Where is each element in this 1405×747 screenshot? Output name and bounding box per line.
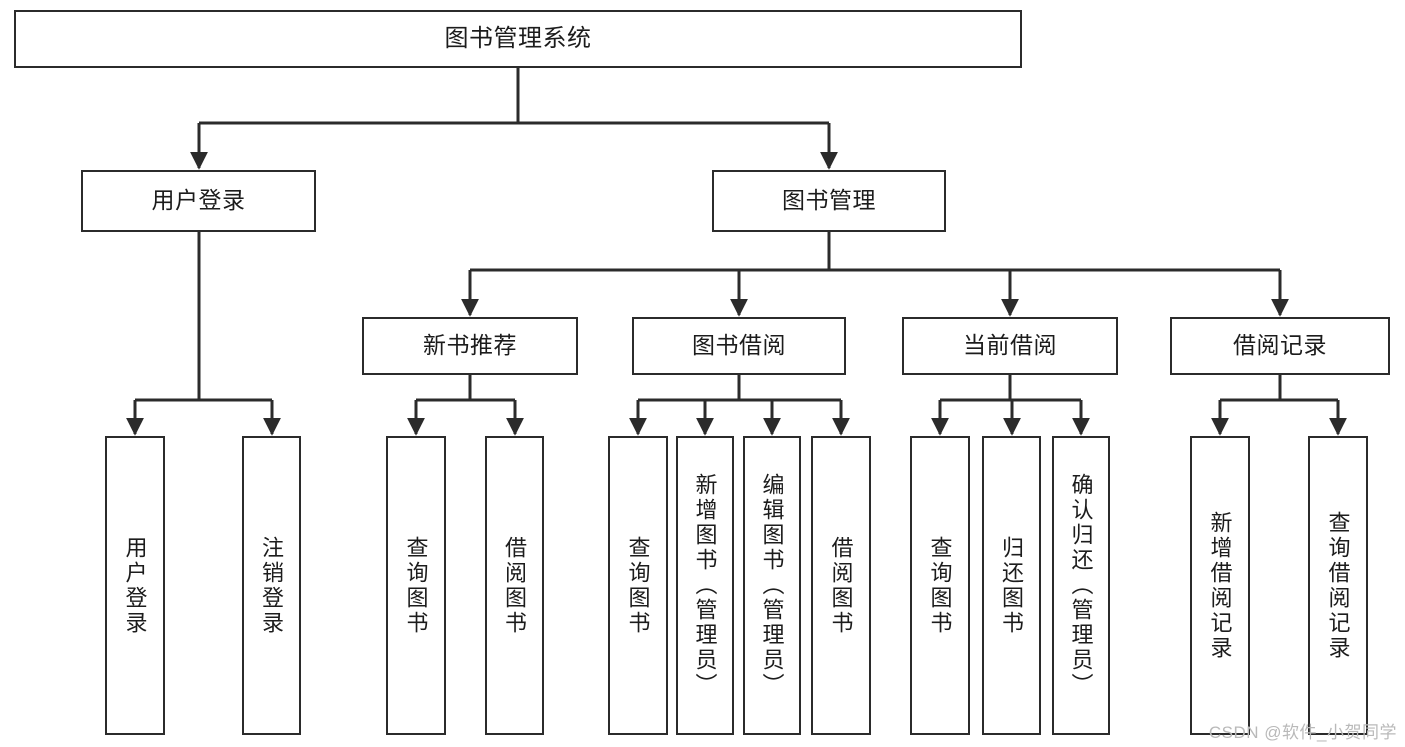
node-label: 查询图书 xyxy=(403,535,429,636)
node-label: 编辑图书（管理员） xyxy=(759,473,785,698)
node-leaf-bor-2[interactable]: 新增图书（管理员） xyxy=(676,436,734,735)
node-leaf-new-2[interactable]: 借阅图书 xyxy=(485,436,544,735)
node-label: 借阅图书 xyxy=(828,535,854,636)
node-records[interactable]: 借阅记录 xyxy=(1170,317,1390,375)
node-newbook[interactable]: 新书推荐 xyxy=(362,317,578,375)
node-label: 借阅图书 xyxy=(502,535,528,636)
node-leaf-bor-1[interactable]: 查询图书 xyxy=(608,436,668,735)
node-label: 注销登录 xyxy=(259,535,285,636)
node-label: 查询借阅记录 xyxy=(1325,510,1351,661)
node-label: 新增图书（管理员） xyxy=(692,473,718,698)
node-label: 确认归还（管理员） xyxy=(1068,473,1094,698)
node-leaf-cur-1[interactable]: 查询图书 xyxy=(910,436,970,735)
node-leaf-login-1[interactable]: 用户登录 xyxy=(105,436,165,735)
node-label: 查询图书 xyxy=(927,535,953,636)
node-label: 新增借阅记录 xyxy=(1207,510,1233,661)
node-leaf-new-1[interactable]: 查询图书 xyxy=(386,436,446,735)
node-label: 借阅记录 xyxy=(1233,332,1327,359)
node-leaf-rec-2[interactable]: 查询借阅记录 xyxy=(1308,436,1368,735)
node-label: 归还图书 xyxy=(999,535,1025,636)
node-leaf-bor-3[interactable]: 编辑图书（管理员） xyxy=(743,436,801,735)
node-bookmgmt[interactable]: 图书管理 xyxy=(712,170,946,232)
node-leaf-rec-1[interactable]: 新增借阅记录 xyxy=(1190,436,1250,735)
node-borrow[interactable]: 图书借阅 xyxy=(632,317,846,375)
node-label: 当前借阅 xyxy=(963,332,1057,359)
node-label: 新书推荐 xyxy=(423,332,517,359)
node-label: 图书管理系统 xyxy=(444,24,592,52)
node-label: 图书管理 xyxy=(782,187,876,214)
node-root[interactable]: 图书管理系统 xyxy=(14,10,1022,68)
node-label: 用户登录 xyxy=(122,535,148,636)
node-leaf-cur-2[interactable]: 归还图书 xyxy=(982,436,1041,735)
node-label: 用户登录 xyxy=(151,187,246,214)
node-label: 图书借阅 xyxy=(692,332,786,359)
node-leaf-bor-4[interactable]: 借阅图书 xyxy=(811,436,871,735)
node-leaf-cur-3[interactable]: 确认归还（管理员） xyxy=(1052,436,1110,735)
node-label: 查询图书 xyxy=(625,535,651,636)
node-leaf-login-2[interactable]: 注销登录 xyxy=(242,436,301,735)
node-current[interactable]: 当前借阅 xyxy=(902,317,1118,375)
node-login[interactable]: 用户登录 xyxy=(81,170,316,232)
watermark-label: CSDN @软件_小贺同学 xyxy=(1208,723,1397,742)
